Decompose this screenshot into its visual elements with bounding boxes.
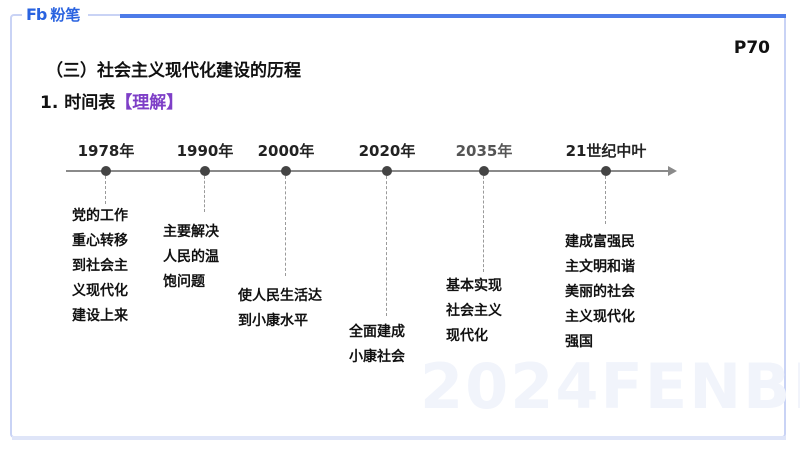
timeline-year: 1978年 bbox=[77, 142, 135, 160]
event-line: 小康社会 bbox=[349, 349, 405, 365]
subsection-title-text: 1. 时间表 bbox=[40, 93, 116, 113]
timeline-year: 21世纪中叶 bbox=[565, 142, 647, 160]
timeline-dot bbox=[601, 166, 611, 176]
page-number: P70 bbox=[733, 38, 770, 58]
timeline-year: 2035年 bbox=[455, 142, 513, 160]
event-line: 饱问题 bbox=[163, 274, 205, 290]
event-line: 使人民生活达 bbox=[238, 288, 322, 304]
timeline-dot bbox=[101, 166, 111, 176]
event-line: 重心转移 bbox=[72, 233, 128, 249]
timeline-leader bbox=[605, 176, 606, 224]
logo-text: 粉笔 bbox=[50, 5, 81, 24]
timeline-axis bbox=[66, 170, 670, 172]
section-title: （三）社会主义现代化建设的历程 bbox=[46, 61, 301, 81]
timeline-dot bbox=[200, 166, 210, 176]
event-line: 人民的温 bbox=[163, 249, 219, 265]
event-line: 建成富强民 bbox=[565, 234, 635, 250]
brand-logo: Fb 粉笔 bbox=[22, 3, 89, 25]
timeline-leader bbox=[483, 176, 484, 272]
event-line: 主要解决 bbox=[163, 224, 219, 240]
timeline-event: 主要解决 人民的温 饱问题 bbox=[163, 220, 219, 295]
event-line: 到小康水平 bbox=[238, 313, 308, 329]
timeline-year: 2020年 bbox=[358, 142, 416, 160]
subsection-tag: 【理解】 bbox=[115, 93, 184, 113]
event-line: 社会主义 bbox=[446, 303, 502, 319]
watermark: 2024FENBI bbox=[420, 350, 800, 423]
timeline-arrow-icon bbox=[668, 166, 677, 176]
timeline-event: 基本实现 社会主义 现代化 bbox=[446, 274, 502, 349]
event-line: 强国 bbox=[565, 334, 593, 350]
slide-frame bbox=[10, 14, 786, 438]
timeline-year: 1990年 bbox=[176, 142, 234, 160]
timeline-dot bbox=[382, 166, 392, 176]
timeline-event: 全面建成 小康社会 bbox=[349, 320, 405, 370]
event-line: 义现代化 bbox=[72, 283, 128, 299]
subsection-title: 1. 时间表【理解】 bbox=[40, 88, 183, 113]
event-line: 到社会主 bbox=[72, 258, 128, 274]
event-line: 党的工作 bbox=[72, 208, 128, 224]
event-line: 主文明和谐 bbox=[565, 259, 635, 275]
event-line: 全面建成 bbox=[349, 324, 405, 340]
timeline-event: 使人民生活达 到小康水平 bbox=[238, 284, 322, 334]
timeline-year: 2000年 bbox=[257, 142, 315, 160]
timeline-dot bbox=[281, 166, 291, 176]
timeline-leader bbox=[386, 176, 387, 316]
timeline-event: 建成富强民 主文明和谐 美丽的社会 主义现代化 强国 bbox=[565, 230, 635, 355]
timeline-leader bbox=[285, 176, 286, 276]
header-rule bbox=[120, 14, 786, 18]
event-line: 主义现代化 bbox=[565, 309, 635, 325]
event-line: 美丽的社会 bbox=[565, 284, 635, 300]
event-line: 基本实现 bbox=[446, 278, 502, 294]
timeline-leader bbox=[204, 176, 205, 212]
frame-shadow bbox=[12, 436, 786, 440]
event-line: 建设上来 bbox=[72, 308, 128, 324]
timeline-leader bbox=[105, 176, 106, 204]
logo-mark: Fb bbox=[26, 4, 47, 24]
event-line: 现代化 bbox=[446, 328, 488, 344]
timeline-event: 党的工作 重心转移 到社会主 义现代化 建设上来 bbox=[72, 204, 128, 329]
timeline-dot bbox=[479, 166, 489, 176]
